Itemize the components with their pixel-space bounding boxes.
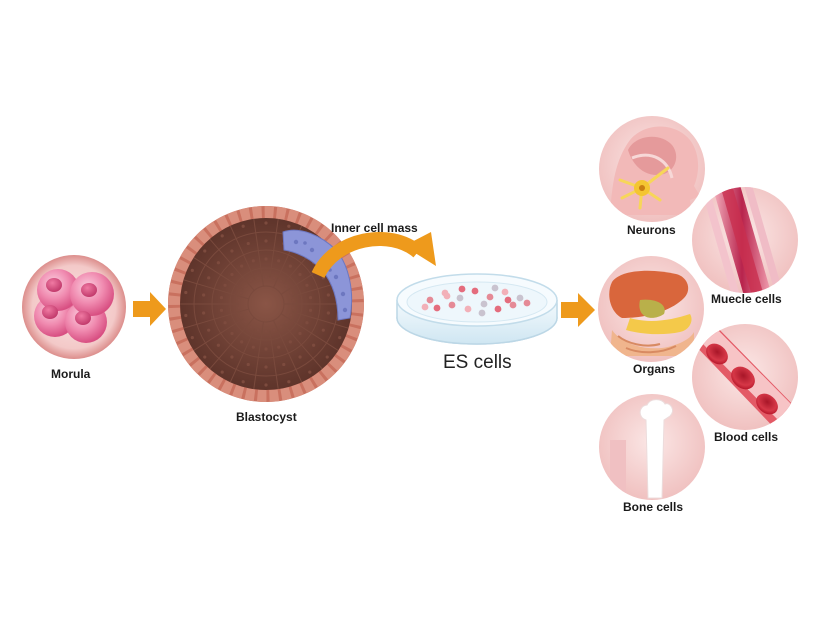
es-cell: [426, 296, 434, 304]
label-blastocyst: Blastocyst: [236, 410, 297, 424]
es-cell: [480, 300, 488, 308]
es-cell: [433, 304, 441, 312]
es-cell: [464, 305, 472, 313]
es-cell: [486, 293, 494, 301]
blastocyst-illustration: [168, 206, 364, 402]
es-cell: [471, 287, 479, 295]
label-bone-cells: Bone cells: [623, 500, 684, 514]
label-inner-cell-mass: Inner cell mass: [331, 221, 418, 235]
es-cell: [501, 288, 509, 296]
label-es-cells: ES cells: [443, 352, 512, 373]
muscle-cells-icon: [692, 187, 798, 293]
es-cell: [443, 292, 451, 300]
arrow-inner-cell-mass-to-es-cells: [311, 232, 436, 279]
es-cell: [448, 301, 456, 309]
es-cell: [456, 294, 464, 302]
label-morula: Morula: [51, 367, 91, 381]
label-organs: Organs: [633, 362, 676, 376]
es-cell: [509, 301, 517, 309]
petri-dish-illustration: [396, 273, 558, 345]
es-cell: [504, 296, 512, 304]
es-cell: [516, 294, 524, 302]
arrow-es-cells-to-tissues: [561, 293, 595, 327]
label-neurons: Neurons: [627, 223, 676, 237]
es-cell: [494, 305, 502, 313]
blood-cells-icon: [692, 324, 798, 430]
es-cell: [421, 303, 429, 311]
es-cell: [478, 309, 486, 317]
neurons-icon: [599, 116, 705, 222]
morula-illustration: [22, 255, 126, 359]
arrow-morula-to-blastocyst: [133, 292, 166, 326]
es-cell: [523, 299, 531, 307]
organs-icon: [598, 256, 704, 362]
es-cell: [491, 284, 499, 292]
label-muscle-cells: Muecle cells: [711, 292, 782, 306]
es-cell: [458, 285, 466, 293]
label-blood-cells: Blood cells: [714, 430, 779, 444]
bone-cells-icon: [599, 394, 705, 500]
